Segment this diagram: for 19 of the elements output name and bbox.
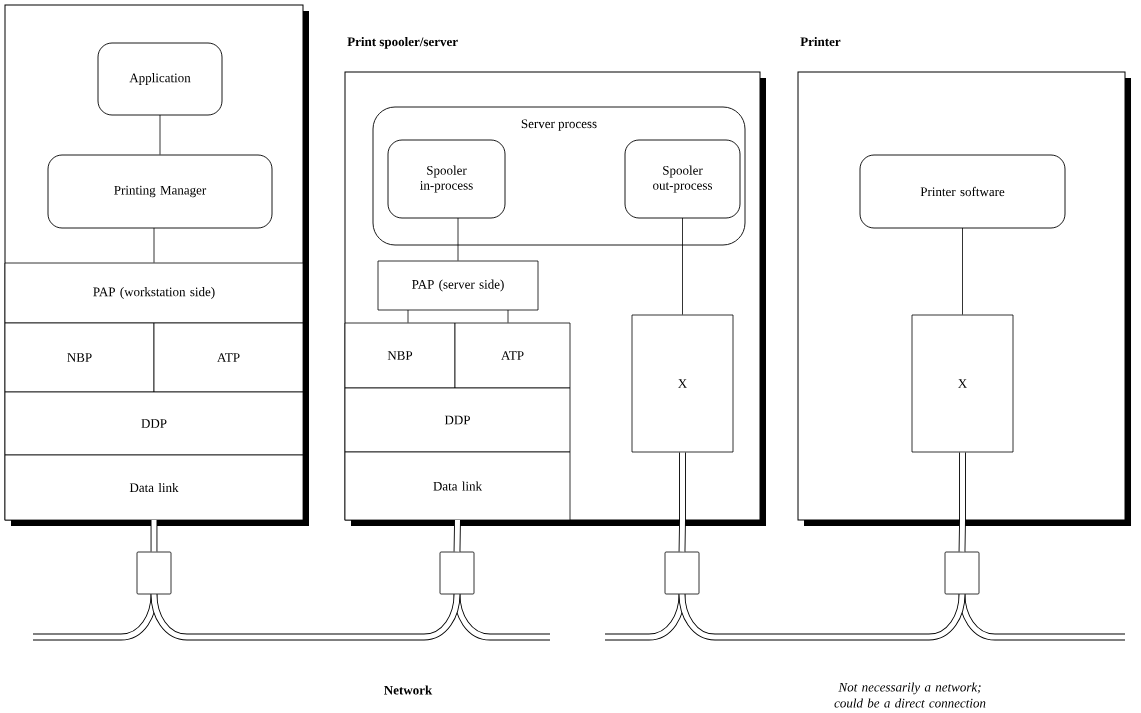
network-label: Network xyxy=(384,685,433,695)
transceiver-box xyxy=(664,551,700,595)
network-cable xyxy=(150,594,461,641)
connector-line xyxy=(159,114,161,155)
protocol-layer-box: ATP xyxy=(153,322,304,393)
transceiver-box xyxy=(944,551,980,595)
panel-heading: Print spooler/server xyxy=(347,37,458,49)
note-text: Not necessarily a network; could be a direct connection xyxy=(834,682,986,708)
protocol-layer-box: DDP xyxy=(4,391,304,456)
process-box: Application xyxy=(97,42,223,116)
connector-line xyxy=(153,227,155,263)
transceiver-box xyxy=(136,551,172,595)
protocol-layer-box: NBP xyxy=(4,322,155,393)
panel-heading: Printer xyxy=(800,37,841,47)
network-cable xyxy=(678,594,966,641)
transceiver-box xyxy=(439,551,475,595)
protocol-layer-box: Data link xyxy=(4,454,304,521)
protocol-layer-box: PAP (workstation side) xyxy=(4,262,304,324)
process-box: Printing Manager xyxy=(47,154,273,229)
